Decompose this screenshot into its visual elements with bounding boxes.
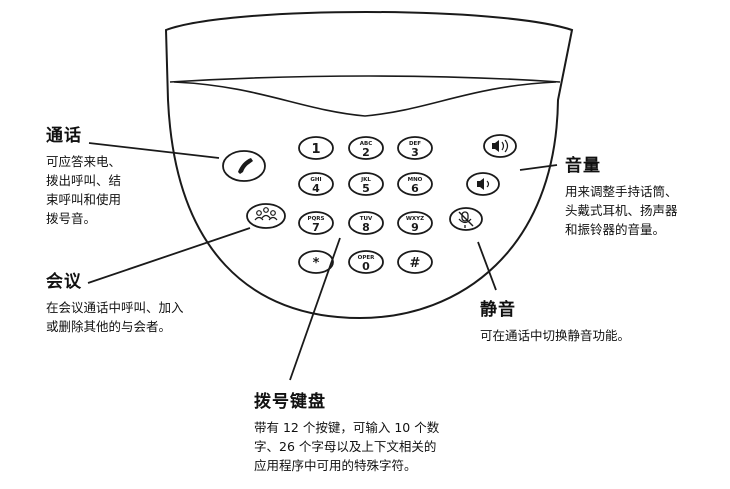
phone-body <box>164 11 574 320</box>
leader-conference <box>87 227 251 284</box>
keypad-key-letters: JKL <box>360 177 371 183</box>
keypad-key-number: * <box>313 256 320 271</box>
mute-description: 可在通话中切换静音功能。 <box>480 326 630 345</box>
display-bottom <box>173 81 557 117</box>
volume-up-icon <box>492 139 509 153</box>
keypad-key-letters: TUV <box>360 216 373 222</box>
mute-button[interactable] <box>449 207 483 231</box>
volume-title: 音量 <box>565 156 601 176</box>
keypad-key-letters: WXYZ <box>406 216 424 222</box>
mute-label: 静音 可在通话中切换静音功能。 <box>480 300 630 345</box>
conference-label: 会议 在会议通话中呼叫、加入 或删除其他的与会者。 <box>46 272 184 336</box>
keypad-key-number: 0 <box>362 260 370 273</box>
call-desc-line: 拨出呼叫、结 <box>46 173 122 188</box>
keypad-desc-line: 应用程序中可用的特殊字符。 <box>254 458 417 473</box>
volume-desc-line: 和振铃器的音量。 <box>565 222 666 237</box>
keypad-key[interactable]: 1 <box>298 136 334 160</box>
keypad-desc-line: 带有 12 个按键，可输入 10 个数 <box>254 420 440 435</box>
conference-title: 会议 <box>46 272 82 292</box>
mute-microphone-icon <box>458 211 474 228</box>
keypad-key-outline <box>298 250 334 274</box>
keypad-key-letters: GHI <box>310 177 321 183</box>
keypad-key[interactable]: * <box>298 250 334 274</box>
keypad-key-number: 6 <box>411 182 419 195</box>
keypad-key-outline <box>348 172 384 196</box>
conference-description: 在会议通话中呼叫、加入 或删除其他的与会者。 <box>46 298 184 336</box>
conference-people-icon <box>254 207 278 221</box>
call-description: 可应答来电、 拨出呼叫、结 束呼叫和使用 拨号音。 <box>46 152 121 228</box>
call-desc-line: 可应答来电、 <box>46 154 122 169</box>
volume-desc-line: 头戴式耳机、扬声器 <box>565 203 678 218</box>
keypad-key-number: # <box>410 256 421 271</box>
keypad-key-outline <box>298 136 334 160</box>
call-button[interactable] <box>222 150 266 182</box>
keypad-key-outline <box>397 250 433 274</box>
call-desc-line: 拨号音。 <box>46 211 97 226</box>
conference-desc-line: 在会议通话中呼叫、加入 <box>46 300 184 315</box>
keypad-key-outline <box>298 172 334 196</box>
call-label: 通话 可应答来电、 拨出呼叫、结 束呼叫和使用 拨号音。 <box>46 126 121 228</box>
volume-label: 音量 用来调整手持话筒、 头戴式耳机、扬声器 和振铃器的音量。 <box>565 156 678 239</box>
keypad-key-number: 9 <box>411 221 419 234</box>
keypad-key-letters: OPER <box>358 255 375 261</box>
keypad-key-outline <box>348 136 384 160</box>
volume-description: 用来调整手持话筒、 头戴式耳机、扬声器 和振铃器的音量。 <box>565 182 678 239</box>
leader-volume <box>519 164 558 171</box>
keypad-key-outline <box>397 136 433 160</box>
volume-down-button[interactable] <box>466 172 500 196</box>
leader-mute <box>477 241 497 291</box>
keypad-key-number: 5 <box>362 182 370 195</box>
volume-down-icon <box>477 178 490 190</box>
volume-desc-line: 用来调整手持话筒、 <box>565 184 678 199</box>
display-window <box>169 75 561 83</box>
keypad-key-number: 3 <box>411 146 419 159</box>
call-desc-line: 束呼叫和使用 <box>46 192 122 207</box>
keypad-title: 拨号键盘 <box>254 392 326 412</box>
keypad-label: 拨号键盘 带有 12 个按键，可输入 10 个数 字、26 个字母以及上下文相关… <box>254 392 439 475</box>
leader-lines <box>87 142 558 381</box>
keypad-key-outline <box>348 211 384 235</box>
keypad-key-letters: PQRS <box>308 216 325 222</box>
keypad-key-number: 8 <box>362 221 370 234</box>
keypad-key-letters: ABC <box>360 141 373 147</box>
keypad-key-letters: DEF <box>409 141 421 147</box>
keypad-desc-line: 字、26 个字母以及上下文相关的 <box>254 439 437 454</box>
keypad-key-outline <box>348 250 384 274</box>
keypad-key-letters: MNO <box>408 177 423 183</box>
keypad-key-number: 4 <box>312 182 320 195</box>
keypad-description: 带有 12 个按键，可输入 10 个数 字、26 个字母以及上下文相关的 应用程… <box>254 418 439 475</box>
keypad-key-outline <box>397 211 433 235</box>
conference-desc-line: 或删除其他的与会者。 <box>46 319 172 334</box>
keypad-key[interactable]: # <box>397 250 433 274</box>
phone-handset-icon <box>238 158 253 174</box>
call-title: 通话 <box>46 126 82 146</box>
keypad-key-number: 1 <box>311 142 320 157</box>
keypad-key-number: 2 <box>362 146 370 159</box>
keypad-key-outline <box>397 172 433 196</box>
volume-up-button[interactable] <box>483 134 517 158</box>
keypad-key-outline <box>298 211 334 235</box>
leader-keypad <box>289 237 341 381</box>
leader-call <box>88 142 220 159</box>
mute-title: 静音 <box>480 300 516 320</box>
mute-desc-line: 可在通话中切换静音功能。 <box>480 328 631 343</box>
keypad-key-number: 7 <box>312 221 320 234</box>
conference-button[interactable] <box>246 203 286 229</box>
